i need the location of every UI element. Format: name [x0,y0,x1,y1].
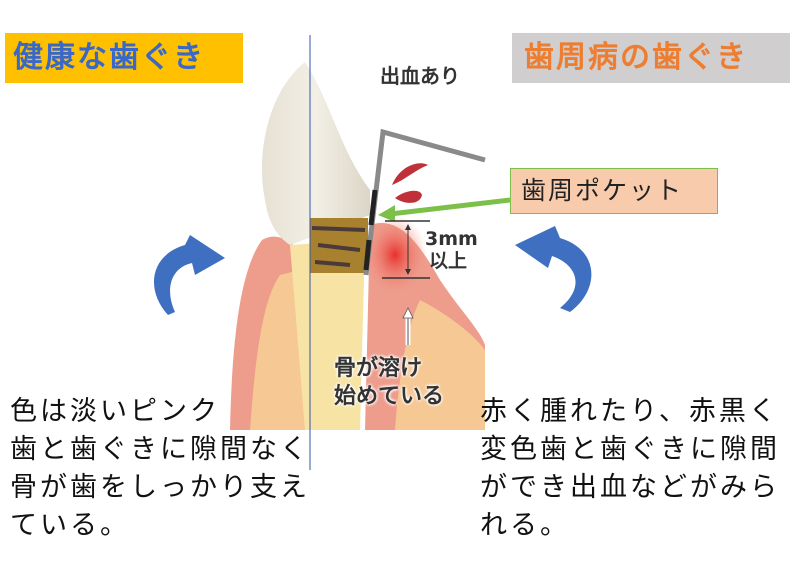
periodontal-probe [363,128,486,276]
healthy-gum-label: 健康な歯ぐき [5,33,243,83]
description-line: 色は淡いピンク [10,396,220,427]
description-line: 歯と歯ぐきに隙間なく [10,434,310,465]
depth-label: 3mm 以上 [425,228,478,272]
healthy-description: 色は淡いピンク 歯と歯ぐきに隙間なく 骨が歯をしっかり支え ている。 [10,393,310,545]
left-curved-arrow-icon [153,235,225,315]
depth-value: 3mm [425,228,478,250]
right-curved-arrow-icon [515,226,592,312]
pocket-pointer-arrow [389,197,511,217]
periodontal-gum-label: 歯周病の歯ぐき [512,33,790,83]
description-line: 赤く腫れたり、赤黒く [480,396,779,427]
description-line: 変色歯と歯ぐきに隙間 [480,434,780,465]
description-line: 骨が歯をしっかり支え [10,472,310,503]
description-line: れる。 [480,510,570,541]
tooth-root [290,240,365,430]
blood-drop-icon [392,163,428,185]
bleeding-label: 出血あり [380,64,460,88]
bone-label-line: 骨が溶け [334,356,423,381]
bone-label-line: 始めている [334,384,445,409]
description-line: ている。 [10,510,130,541]
depth-suffix: 以上 [429,250,468,272]
periodontal-description: 赤く腫れたり、赤黒く 変色歯と歯ぐきに隙間 ができ出血などがみら れる。 [480,393,780,545]
bone-label: 骨が溶け 始めている [334,355,444,411]
description-line: ができ出血などがみら [480,472,780,503]
tooth-crown [261,62,370,245]
periodontal-pocket-label: 歯周ポケット [510,168,718,214]
